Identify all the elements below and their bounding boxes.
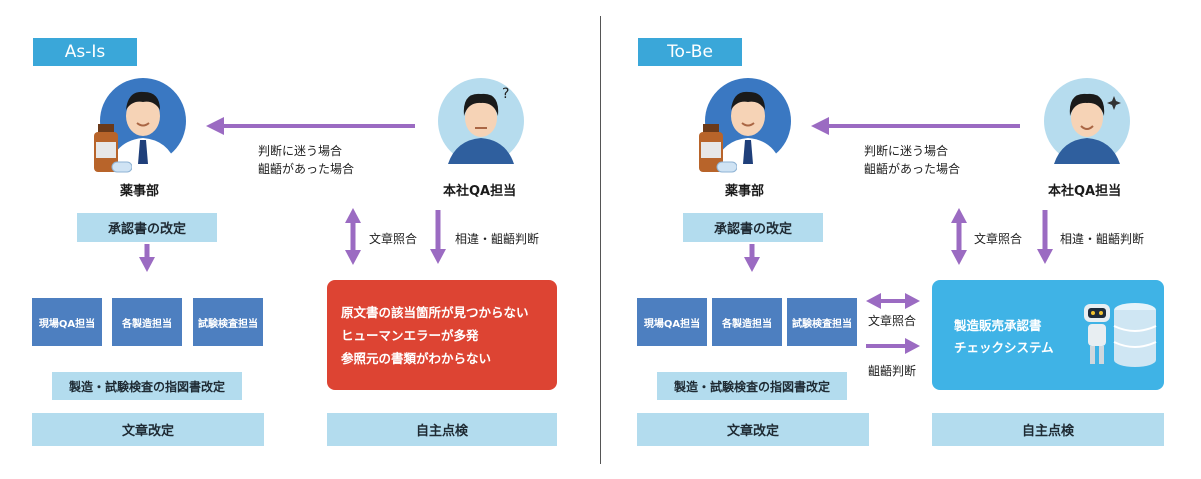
tobe-role-left: 薬事部 — [725, 184, 765, 199]
tobe-role-right: 本社QA担当 — [1048, 184, 1122, 199]
asis-problem-2: ヒューマンエラーが多発 — [341, 327, 479, 343]
asis-problem-1: 原文書の該当箇所が見つからない — [341, 304, 529, 320]
asis-note-line1: 判断に迷う場合 — [258, 144, 343, 158]
tobe-dept-manufacturing: 各製造担当 — [712, 298, 782, 346]
asis-dept-testing: 試験検査担当 — [193, 298, 263, 346]
qa-confused-avatar: ? — [438, 78, 524, 164]
tobe-doc-revise-box: 文章改定 — [637, 413, 869, 446]
asis-doc-revise-box: 文章改定 — [32, 413, 264, 446]
asis-problem-3: 参照元の書類がわからない — [341, 350, 492, 366]
tobe-note-line1: 判断に迷う場合 — [864, 144, 949, 158]
asis-tag: As-Is — [33, 38, 137, 66]
asis-collate-double-arrow — [345, 208, 361, 265]
asis-approval-down-arrow — [139, 244, 155, 272]
svg-text:?: ? — [502, 86, 509, 102]
tobe-collate2-label: 文章照合 — [868, 314, 917, 328]
asis-role-left: 薬事部 — [120, 184, 160, 199]
tobe-judge-label: 相違・齟齬判断 — [1060, 232, 1145, 246]
asis-role-right: 本社QA担当 — [443, 184, 517, 199]
asis-problem-box: 原文書の該当箇所が見つからない ヒューマンエラーが多発 参照元の書類がわからない — [327, 280, 557, 390]
asis-dept-qa: 現場QA担当 — [32, 298, 102, 346]
asis-judge-down-arrow — [430, 210, 446, 264]
asis-instruction-box: 製造・試験検査の指図書改定 — [52, 372, 242, 400]
tobe-dept-qa: 現場QA担当 — [637, 298, 707, 346]
tobe-collate-label: 文章照合 — [974, 232, 1023, 246]
tobe-instruction-box: 製造・試験検査の指図書改定 — [657, 372, 847, 400]
asis-self-check-box: 自主点検 — [327, 413, 557, 446]
tobe-judge-down-arrow — [1037, 210, 1053, 264]
system-label-line1: 製造販売承認書 — [954, 318, 1042, 333]
robot-icon — [1084, 304, 1110, 364]
pharmacist-avatar — [705, 78, 791, 164]
asis-note-line2: 齟齬があった場合 — [258, 162, 355, 176]
tobe-note-line2: 齟齬があった場合 — [864, 162, 961, 176]
tobe-judge2-label: 齟齬判断 — [868, 364, 917, 378]
tobe-system-collate-arrow — [866, 293, 920, 309]
medicine-bottle-icon — [699, 124, 737, 173]
database-icon — [1113, 303, 1157, 367]
tobe-collate-double-arrow — [951, 208, 967, 265]
tobe-approval-down-arrow — [744, 244, 760, 272]
tobe-approval-box: 承認書の改定 — [683, 213, 823, 242]
asis-collate-label: 文章照合 — [369, 232, 418, 246]
tobe-self-check-box: 自主点検 — [932, 413, 1164, 446]
tobe-system-judge-arrow — [866, 338, 920, 354]
tobe-dept-testing: 試験検査担当 — [787, 298, 857, 346]
section-divider — [600, 16, 601, 464]
tobe-escalation-arrow — [811, 117, 1020, 135]
asis-escalation-arrow — [206, 117, 415, 135]
system-label-line2: チェックシステム — [954, 340, 1054, 355]
pharmacist-avatar — [100, 78, 186, 164]
check-system-box: 製造販売承認書 チェックシステム — [932, 280, 1164, 390]
asis-approval-box: 承認書の改定 — [77, 213, 217, 242]
asis-dept-manufacturing: 各製造担当 — [112, 298, 182, 346]
medicine-bottle-icon — [94, 124, 132, 173]
qa-happy-avatar — [1044, 78, 1130, 164]
tobe-tag: To-Be — [638, 38, 742, 66]
asis-judge-label: 相違・齟齬判断 — [455, 232, 540, 246]
